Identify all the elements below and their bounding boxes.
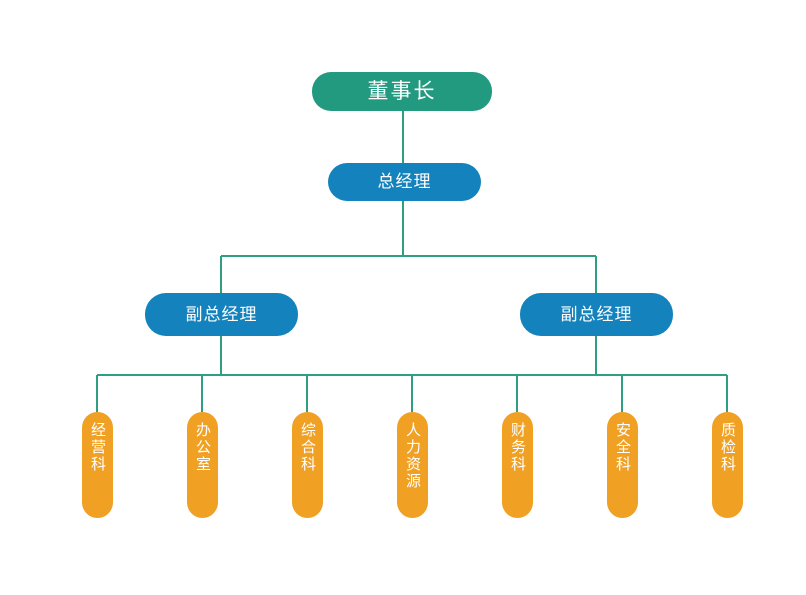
node-label: 办公室 (194, 422, 211, 473)
node-label: 总经理 (377, 172, 432, 192)
node-label: 人力资源 (404, 422, 421, 490)
node-general-manager-1[interactable]: 总经理 (328, 163, 481, 201)
node-deputy-general-manager-1[interactable]: 副总经理 (145, 293, 298, 336)
node-department-2[interactable]: 办公室 (187, 412, 218, 518)
node-label: 经营科 (89, 422, 106, 473)
node-deputy-general-manager-2[interactable]: 副总经理 (520, 293, 673, 336)
node-label: 副总经理 (560, 304, 633, 324)
node-department-7[interactable]: 质检科 (712, 412, 743, 518)
node-label: 安全科 (614, 422, 631, 473)
node-department-1[interactable]: 经营科 (82, 412, 113, 518)
node-department-5[interactable]: 财务科 (502, 412, 533, 518)
node-department-4[interactable]: 人力资源 (397, 412, 428, 518)
node-label: 副总经理 (185, 304, 258, 324)
node-label: 董事长 (367, 79, 437, 103)
node-label: 财务科 (509, 422, 526, 473)
node-chairman-1[interactable]: 董事长 (312, 72, 492, 111)
node-department-6[interactable]: 安全科 (607, 412, 638, 518)
node-label: 质检科 (719, 422, 736, 473)
node-department-3[interactable]: 综合科 (292, 412, 323, 518)
node-label: 综合科 (299, 422, 316, 473)
